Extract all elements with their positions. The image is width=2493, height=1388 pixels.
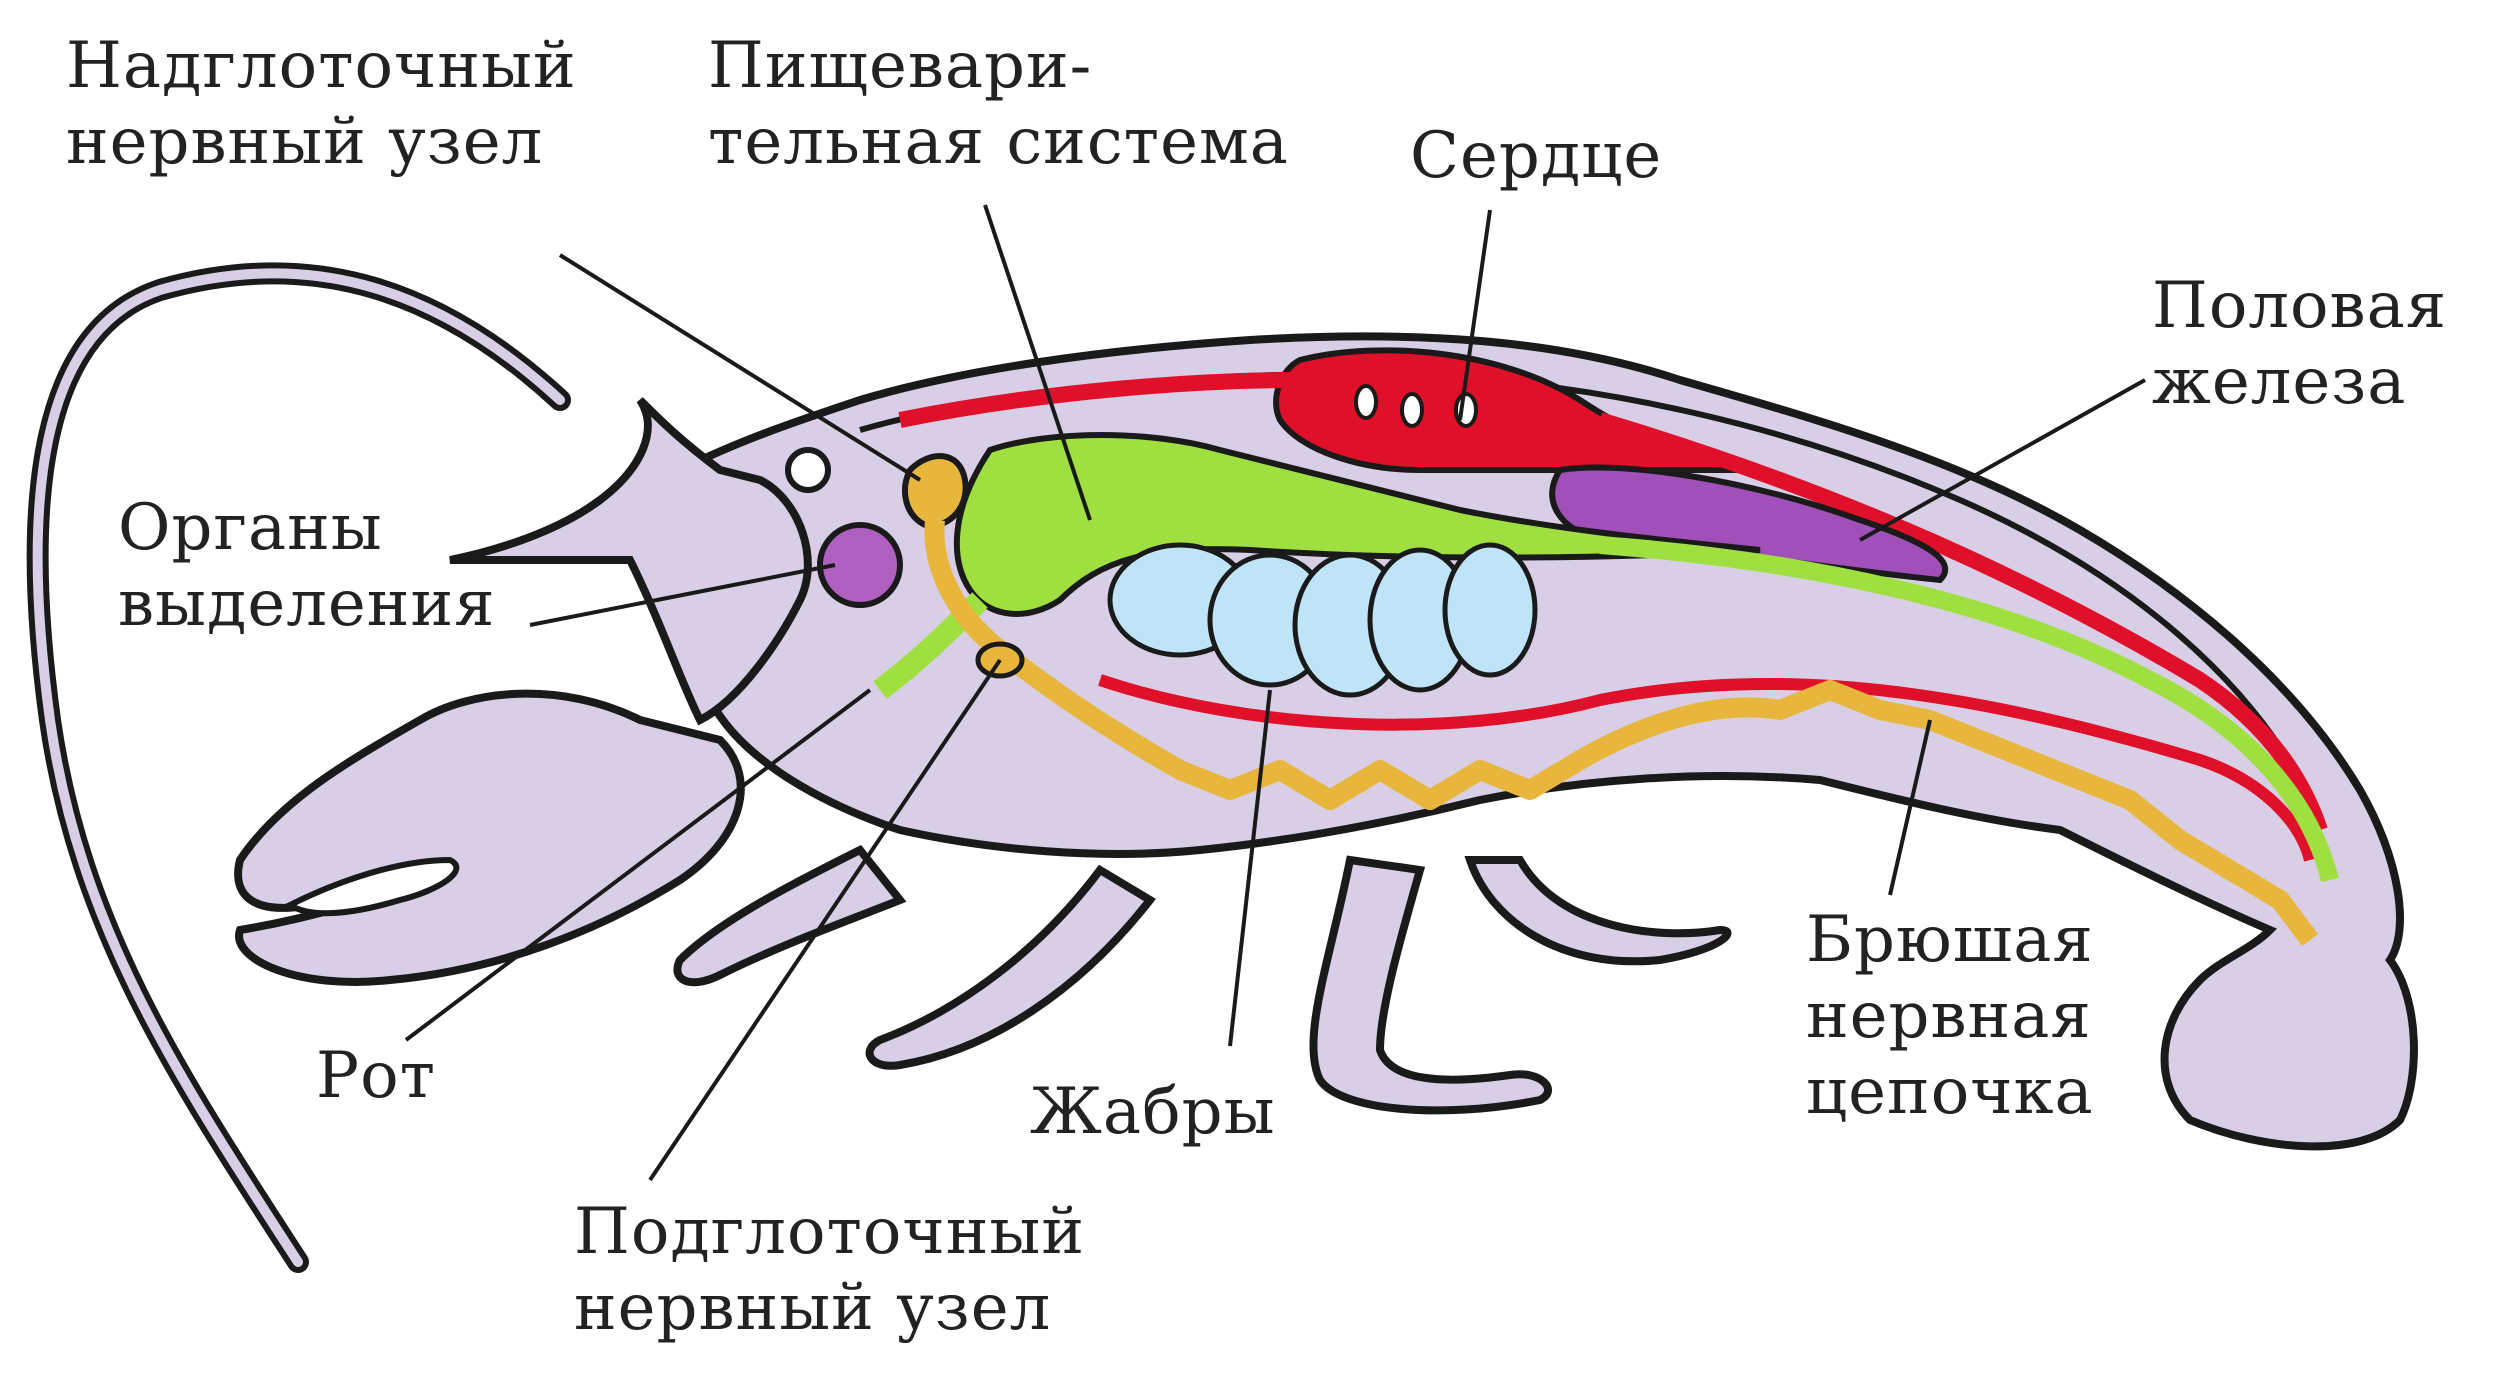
label-line: цепочка <box>1806 1054 2094 1130</box>
label-supraesophageal-ganglion: Надглоточный нервный узел <box>66 28 577 180</box>
label-line: Пищевари- <box>708 28 1289 104</box>
label-excretory-organs: Органы выделения <box>118 490 495 642</box>
label-line: Сердце <box>1410 118 1662 194</box>
label-line: железа <box>2152 344 2447 420</box>
label-digestive-system: Пищевари- тельная система <box>708 28 1289 180</box>
heart-ostium <box>1456 394 1476 426</box>
leg-2 <box>870 870 1150 1066</box>
label-line: нервный узел <box>574 1270 1085 1346</box>
label-mouth: Рот <box>316 1038 436 1114</box>
label-line: Надглоточный <box>66 28 577 104</box>
label-line: Подглоточный <box>574 1194 1085 1270</box>
label-line: Жабры <box>1030 1074 1276 1150</box>
label-line: Рот <box>316 1038 436 1114</box>
claw <box>238 694 741 982</box>
heart-ostium <box>1402 394 1422 426</box>
heart-ostium <box>1356 386 1376 418</box>
label-gills: Жабры <box>1030 1074 1276 1150</box>
label-heart: Сердце <box>1410 118 1662 194</box>
label-line: нервный узел <box>66 104 577 180</box>
leg-1 <box>677 850 900 982</box>
label-ventral-nerve-cord: Брюшая нервная цепочка <box>1806 902 2094 1130</box>
label-line: тельная система <box>708 104 1289 180</box>
label-line: нервная <box>1806 978 2094 1054</box>
leg-4 <box>1470 860 1728 961</box>
gill <box>1445 545 1535 675</box>
label-line: выделения <box>118 566 495 642</box>
label-subesophageal-ganglion: Подглоточный нервный узел <box>574 1194 1085 1346</box>
label-line: Половая <box>2152 268 2447 344</box>
label-line: Органы <box>118 490 495 566</box>
eye <box>788 450 828 490</box>
supraesophageal-ganglion <box>905 456 966 526</box>
label-line: Брюшая <box>1806 902 2094 978</box>
label-gonad: Половая железа <box>2152 268 2447 420</box>
